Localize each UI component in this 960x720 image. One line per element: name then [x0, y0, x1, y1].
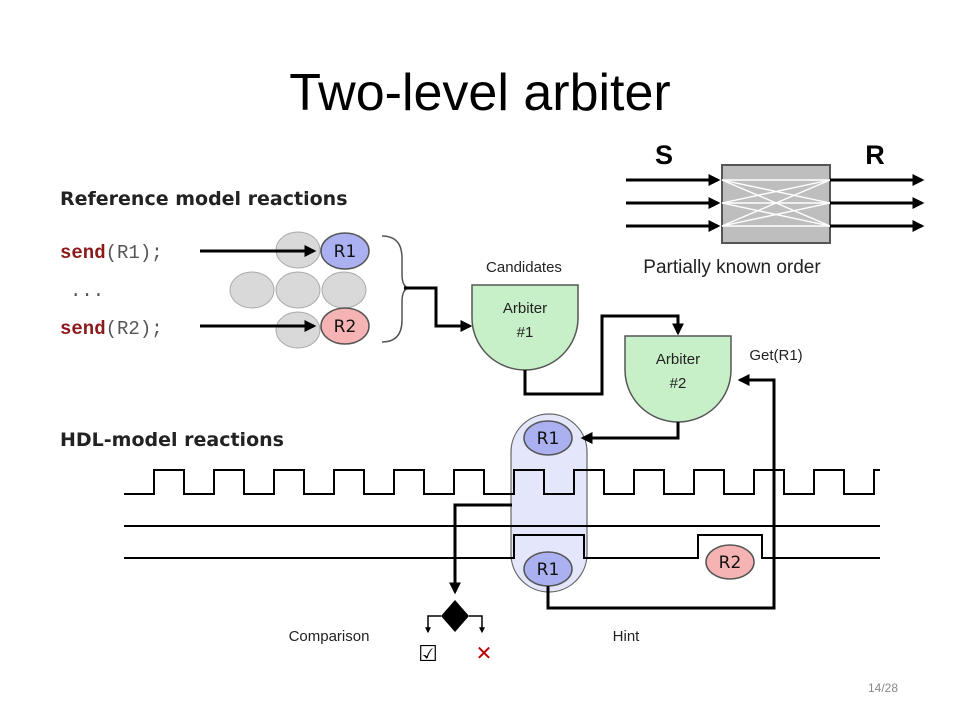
reference-token-r2-label: R2	[334, 317, 357, 337]
send-r2-arg: (R2);	[106, 318, 163, 340]
comparison-wire	[449, 503, 512, 595]
ellipsis-line: ...	[70, 280, 104, 302]
arbiter-1-label-line2: #1	[517, 324, 534, 341]
hdl-token-r1-top: R1	[523, 420, 573, 456]
reference-token-r1: R1	[320, 232, 370, 270]
page-title: Two-level arbiter	[289, 64, 670, 122]
gray-token	[275, 311, 321, 349]
comparison-diamond	[441, 600, 469, 632]
clock-signal	[124, 469, 880, 495]
get-r1-label: Get(R1)	[749, 347, 802, 364]
send-keyword-2: send	[60, 318, 106, 340]
send-r1-line: send(R1);	[60, 242, 163, 264]
r-label: R	[865, 140, 885, 170]
token-grid	[229, 231, 367, 349]
crossbar-box	[721, 164, 831, 244]
s-label: S	[655, 140, 673, 170]
gray-token	[229, 271, 275, 309]
arbiter-2-label-line1: Arbiter	[656, 351, 700, 368]
hdl-token-r1-top-label: R1	[537, 429, 560, 449]
arbiter-1: Arbiter #1	[471, 284, 579, 371]
arbiter2-to-r1-wire	[580, 422, 680, 444]
candidates-label: Candidates	[486, 259, 562, 276]
hdl-token-r1-bottom: R1	[523, 551, 573, 587]
arbiter1-to-arbiter2-wire	[523, 314, 684, 396]
reference-token-r2: R2	[320, 307, 370, 345]
gray-token	[321, 271, 367, 309]
request-signal	[124, 534, 880, 559]
arbiter-1-label-line1: Arbiter	[503, 300, 547, 317]
crossbar-input-arrows	[626, 174, 721, 232]
crossbar-diagram: S R Partially known order	[626, 140, 925, 278]
send-r1-arg: (R1);	[106, 242, 163, 264]
hdl-token-r2: R2	[705, 544, 755, 580]
comparison-label: Comparison	[289, 628, 370, 645]
gray-token	[275, 271, 321, 309]
crossbar-internal-lines	[721, 179, 831, 227]
send-r2-line: send(R2);	[60, 318, 163, 340]
cross-icon: ✕	[476, 641, 493, 665]
crossbar-output-arrows	[830, 174, 925, 232]
page-number: 14/28	[868, 681, 898, 695]
hdl-token-r1-bottom-label: R1	[537, 560, 560, 580]
check-icon: ☑	[418, 642, 438, 667]
arbiter-2-label-line2: #2	[670, 375, 687, 392]
arbiter-2: Arbiter #2	[624, 335, 732, 423]
hdl-token-r2-label: R2	[719, 553, 742, 573]
reference-token-r1-label: R1	[334, 242, 357, 262]
crossbar-caption: Partially known order	[643, 257, 821, 278]
hint-feedback-wire	[546, 374, 776, 610]
comparison-branch-right	[469, 615, 485, 634]
hint-label: Hint	[613, 628, 641, 645]
reference-heading: Reference model reactions	[60, 188, 348, 210]
send-keyword-1: send	[60, 242, 106, 264]
comparison-branch-left	[425, 615, 441, 634]
hdl-heading: HDL-model reactions	[60, 429, 284, 451]
brace-to-arbiter1-wire	[404, 286, 473, 332]
